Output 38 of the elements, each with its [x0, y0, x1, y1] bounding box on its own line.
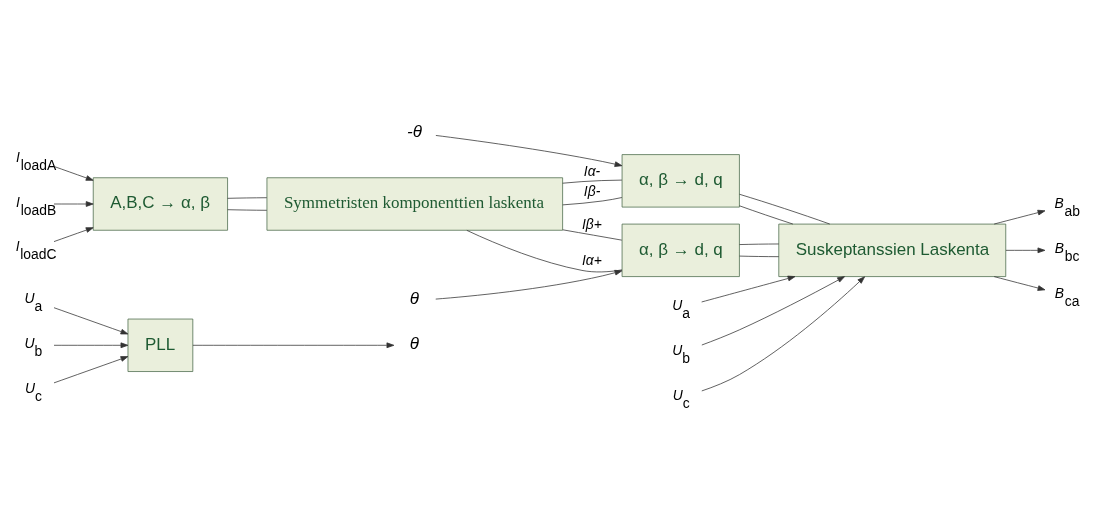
connector	[466, 230, 623, 273]
arrow	[993, 209, 1046, 225]
arrow	[701, 275, 796, 303]
connector	[739, 205, 794, 225]
arrow	[435, 269, 623, 300]
node-text: -θ	[407, 121, 422, 141]
arrow	[53, 201, 94, 207]
edge-label: Iβ-	[583, 182, 601, 199]
edge-label: Iα+	[581, 252, 602, 269]
edge-label: Iβ+	[581, 216, 602, 233]
arrow	[53, 342, 129, 349]
connector	[562, 229, 623, 241]
connector	[227, 197, 268, 199]
arrow	[192, 342, 395, 349]
arrow	[993, 276, 1046, 291]
node-box: Symmetristen komponenttien laskenta	[266, 177, 563, 231]
arrow	[435, 135, 623, 167]
arrow	[701, 276, 845, 346]
node-box: α, β → d, q	[621, 223, 740, 277]
arrow	[1005, 247, 1046, 254]
arrow	[701, 276, 865, 392]
edge-label: Iα-	[583, 162, 601, 179]
arrow	[53, 307, 129, 335]
connector	[739, 243, 780, 245]
connector	[739, 255, 780, 258]
node-text: θ	[409, 333, 419, 353]
node-box: Suskeptanssien Laskenta	[778, 223, 1007, 277]
connector	[562, 197, 623, 206]
arrow	[53, 356, 129, 384]
arrow	[53, 166, 94, 181]
node-text: θ	[409, 289, 419, 309]
arrow	[53, 227, 94, 242]
connector	[562, 179, 623, 184]
node-box: α, β → d, q	[621, 154, 740, 208]
connector	[227, 209, 268, 211]
node-box: PLL	[127, 318, 194, 372]
node-box: A,B,C → α, β	[92, 177, 228, 231]
connector	[739, 193, 831, 225]
